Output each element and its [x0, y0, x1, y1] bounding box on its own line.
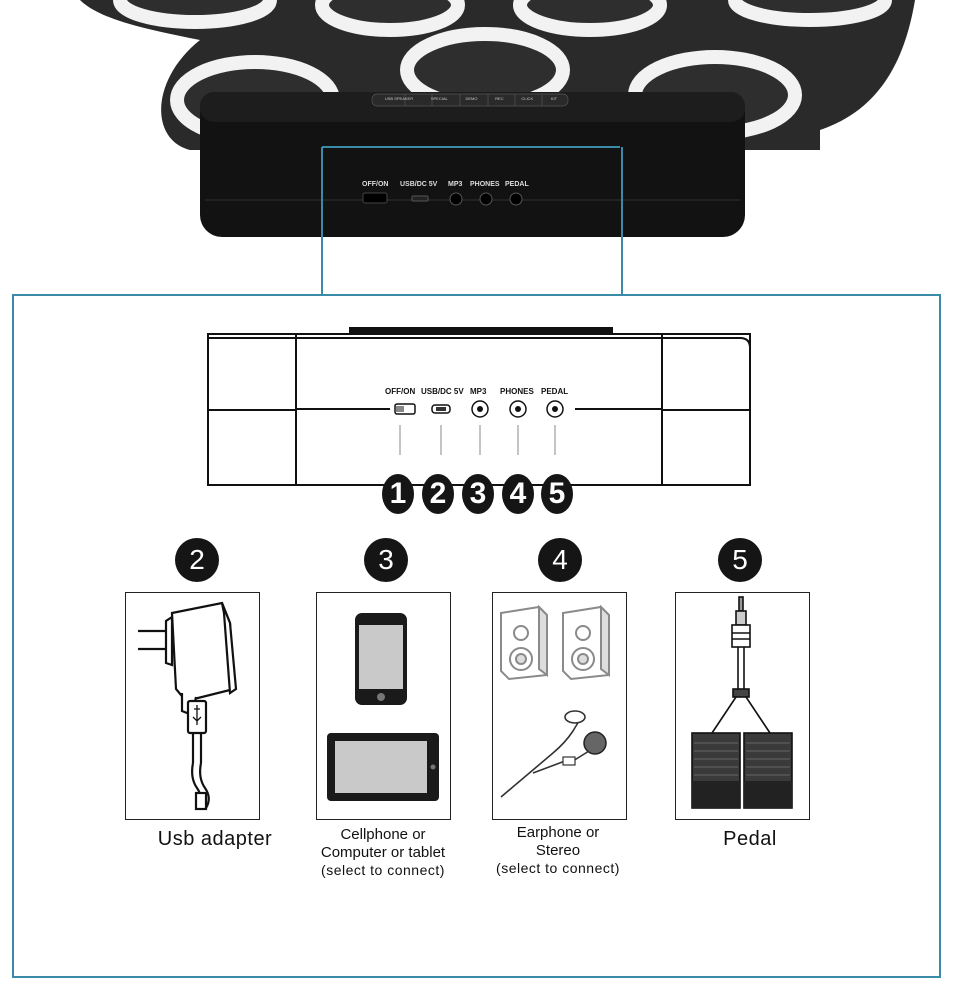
pedal-caption: Pedal: [670, 828, 830, 850]
port-number-badge: 1: [382, 474, 414, 514]
button-label: KIT: [550, 96, 558, 101]
top-button-row: [371, 93, 569, 107]
accessory-number-badge: 2: [175, 538, 219, 582]
speaker-earphone-box: [492, 592, 627, 820]
caption-sub: (select to connect): [496, 860, 620, 876]
button-label: CLICK: [521, 96, 534, 101]
pedal-box: [675, 592, 810, 820]
accessory-number-badge: 3: [364, 538, 408, 582]
diagram-label-usb: USB/DC 5V: [421, 387, 464, 396]
accessory-number-badge: 4: [538, 538, 582, 582]
pedal-jack-hole: [552, 406, 558, 412]
speaker-earphone-caption: Earphone or Stereo (select to connect): [468, 824, 648, 876]
diagram-ports: [394, 400, 564, 418]
caption-line: Cellphone or: [340, 826, 426, 843]
port-number-badge: 4: [502, 474, 534, 514]
photo-label-mp3: MP3: [448, 181, 463, 188]
usb-adapter-box: [125, 592, 260, 820]
port-number-badge: 2: [422, 474, 454, 514]
button-label: DEMO: [465, 96, 478, 101]
leader-lines: [399, 425, 556, 455]
button-label: REC: [495, 96, 504, 101]
mp3-jack-photo: [449, 192, 463, 206]
caption-line: Earphone or: [516, 824, 600, 841]
device-photo: USB SPEAKER SPECIAL DEMO REC CLICK KIT O…: [0, 0, 953, 300]
drum-pad: [513, 0, 667, 37]
control-unit: [200, 92, 745, 237]
button-label: SPECIAL: [430, 96, 448, 101]
drum-pad: [113, 0, 277, 29]
phone-tablet-caption: Cellphone or Computer or tablet (select …: [288, 826, 478, 878]
power-adapter-icon: [138, 601, 238, 811]
caption-line: Pedal: [723, 828, 777, 850]
power-switch-photo: [362, 192, 388, 204]
port-number-badge: 5: [541, 474, 573, 514]
jack-plug-tip: [738, 596, 744, 612]
speaker-earphone-icon: [500, 604, 610, 798]
top-button-labels: USB SPEAKER SPECIAL DEMO REC CLICK KIT: [376, 96, 566, 101]
photo-label-pedal: PEDAL: [505, 181, 529, 188]
phones-jack-photo: [479, 192, 493, 206]
usb-port-inner: [436, 407, 446, 411]
usb-adapter-caption: Usb adapter: [125, 828, 305, 850]
button-label: USB SPEAKER: [384, 96, 414, 101]
photo-label-offon: OFF/ON: [362, 181, 389, 188]
phone-tablet-box: [316, 592, 451, 820]
caption-line: Computer or tablet: [320, 844, 446, 861]
diagram-label-offon: OFF/ON: [385, 387, 416, 396]
mp3-jack-hole: [477, 406, 483, 412]
photo-label-usb: USB/DC 5V: [400, 181, 438, 188]
usb-port-photo: [411, 195, 429, 202]
phones-jack-hole: [515, 406, 521, 412]
pedal-jack-photo: [509, 192, 523, 206]
caption-line: Usb adapter: [157, 828, 273, 850]
diagram-label-phones: PHONES: [500, 387, 534, 396]
accessory-number-badge: 5: [718, 538, 762, 582]
caption-line: Stereo: [535, 842, 581, 859]
caption-sub: (select to connect): [321, 862, 445, 878]
drum-kit-illustration: [12, 0, 941, 297]
diagram-label-pedal: PEDAL: [541, 387, 569, 396]
drum-pad: [315, 0, 465, 37]
control-unit-top: [200, 92, 745, 122]
photo-label-phones: PHONES: [470, 181, 500, 188]
diagram-label-mp3: MP3: [470, 387, 487, 396]
power-switch-knob: [396, 406, 404, 412]
earphone-icon: [500, 710, 607, 798]
drum-pad: [728, 0, 892, 27]
port-number-badge: 3: [462, 474, 494, 514]
pedal-icon: [691, 596, 793, 809]
phone-tablet-icon: [327, 613, 439, 801]
